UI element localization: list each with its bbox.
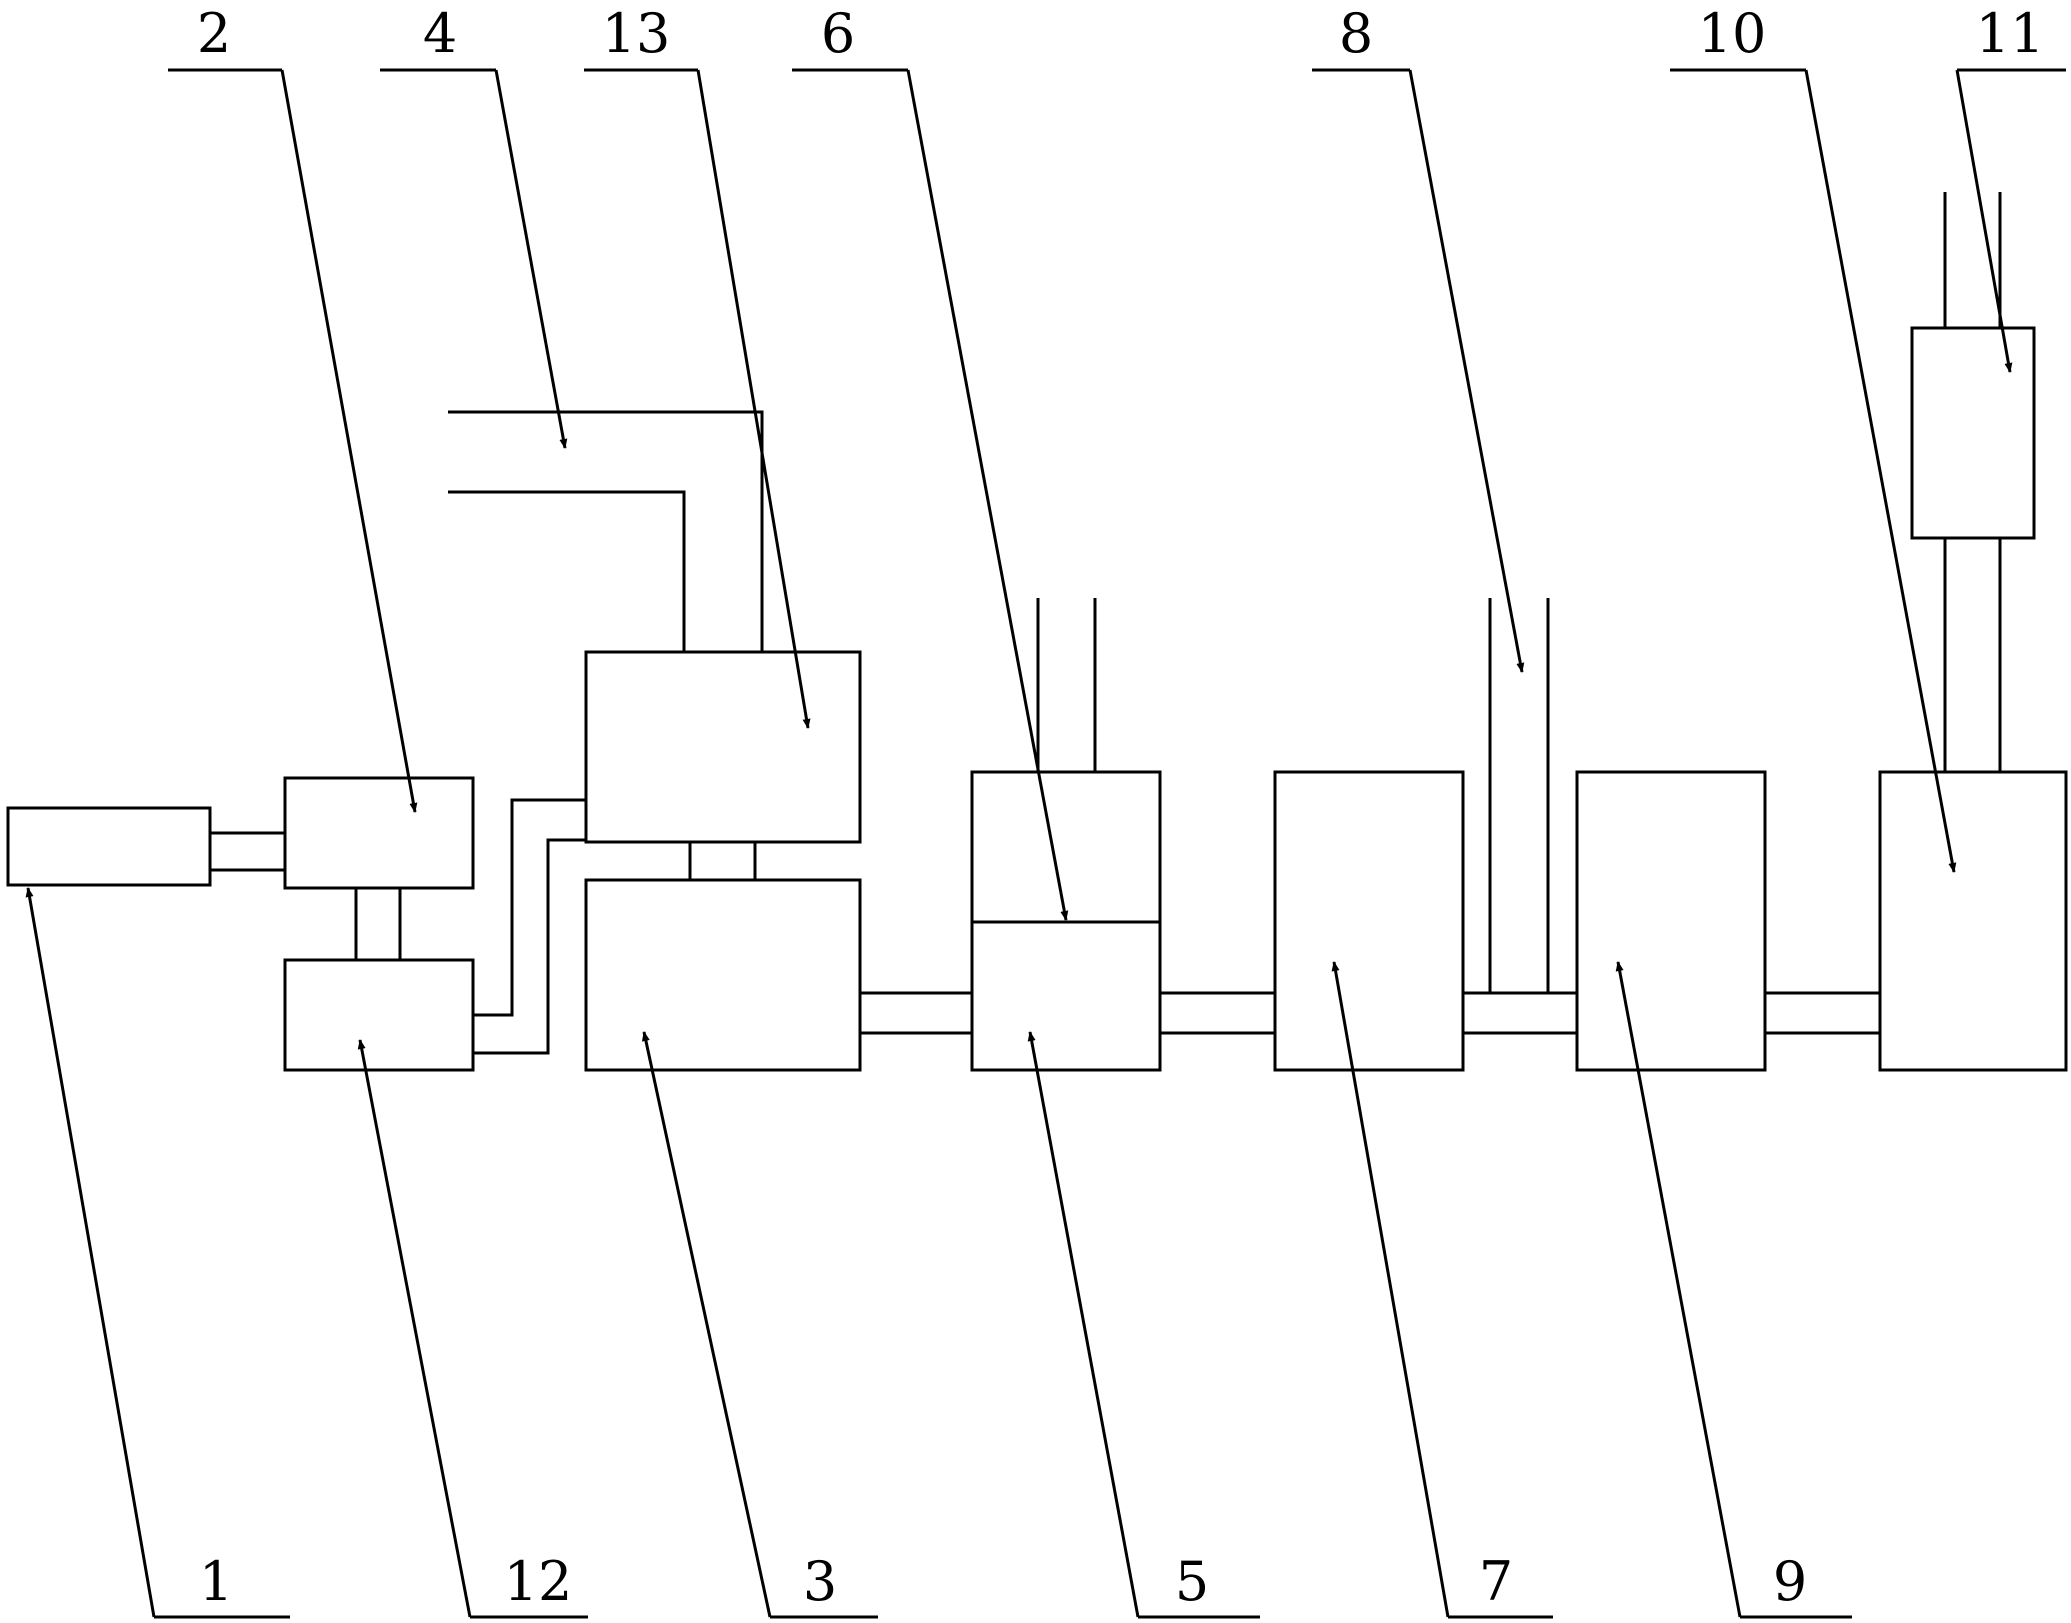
pipe-12-13 <box>473 798 586 1017</box>
block-12 <box>283 958 475 1072</box>
block-2 <box>283 776 475 890</box>
leader-12 <box>357 1039 472 1618</box>
callout-1: 1 <box>199 1550 233 1613</box>
callout-13: 13 <box>602 2 671 65</box>
leader-10 <box>1804 69 1957 873</box>
pipe-4-inner <box>448 490 686 652</box>
block-11 <box>1910 326 2036 540</box>
block-13 <box>584 650 862 844</box>
pipe-4-outer <box>448 410 764 652</box>
leader-8 <box>1408 69 1525 673</box>
callout-3: 3 <box>803 1550 837 1613</box>
block-7 <box>1273 770 1465 1072</box>
leader-3 <box>641 1031 772 1618</box>
callout-7: 7 <box>1479 1550 1513 1613</box>
pipe-12-13-b <box>473 838 586 1055</box>
callout-11: 11 <box>1976 2 2045 65</box>
callout-4: 4 <box>423 2 457 65</box>
leader-5 <box>1027 1031 1140 1618</box>
leader-2 <box>280 69 418 813</box>
callout-9: 9 <box>1773 1550 1807 1613</box>
block-9 <box>1575 770 1767 1072</box>
leader-7 <box>1331 961 1450 1618</box>
callout-5: 5 <box>1175 1550 1209 1613</box>
callout-12: 12 <box>504 1550 573 1613</box>
block-5 <box>970 920 1162 1072</box>
callout-10: 10 <box>1698 2 1767 65</box>
leader-9 <box>1615 961 1742 1618</box>
leader-4 <box>494 69 568 449</box>
callout-2: 2 <box>197 2 231 65</box>
leader-1 <box>25 887 156 1618</box>
callout-6: 6 <box>821 2 855 65</box>
leader-6 <box>906 69 1069 921</box>
block-10 <box>1878 770 2068 1072</box>
block-6 <box>970 770 1162 924</box>
block-3 <box>584 878 862 1072</box>
block-1 <box>6 806 212 887</box>
leader-11 <box>1955 69 2013 373</box>
callout-8: 8 <box>1339 2 1373 65</box>
leader-13 <box>696 69 811 729</box>
